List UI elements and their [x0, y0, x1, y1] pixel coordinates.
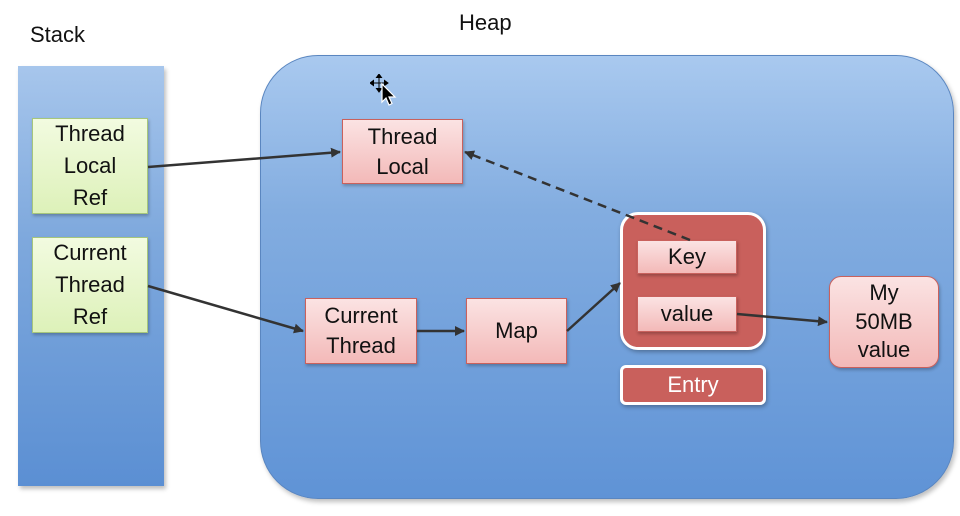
- current-thread-object-label: Current Thread: [324, 303, 398, 358]
- thread-local-ref-label: Thread Local Ref: [55, 121, 125, 210]
- big-value-object: My 50MB value: [829, 276, 939, 368]
- thread-local-object: Thread Local: [342, 119, 463, 184]
- map-object: Map: [466, 298, 567, 364]
- entry-value-box: value: [637, 296, 737, 332]
- heap-title: Heap: [459, 10, 512, 35]
- thread-local-object-label: Thread Local: [367, 123, 438, 179]
- map-object-label: Map: [495, 318, 538, 344]
- stack-title: Stack: [30, 22, 86, 47]
- current-thread-ref-label: Current Thread Ref: [53, 240, 127, 329]
- move-cursor-icon: [370, 74, 397, 106]
- thread-local-ref-box: Thread Local Ref: [32, 118, 148, 214]
- entry-label: Entry: [620, 365, 766, 405]
- entry-value-label: value: [660, 301, 714, 327]
- current-thread-object: Current Thread: [305, 298, 417, 364]
- entry-key-label: Key: [668, 244, 706, 270]
- current-thread-ref-box: Current Thread Ref: [32, 237, 148, 333]
- entry-key-box: Key: [637, 240, 737, 274]
- big-value-object-label: My 50MB value: [855, 280, 913, 363]
